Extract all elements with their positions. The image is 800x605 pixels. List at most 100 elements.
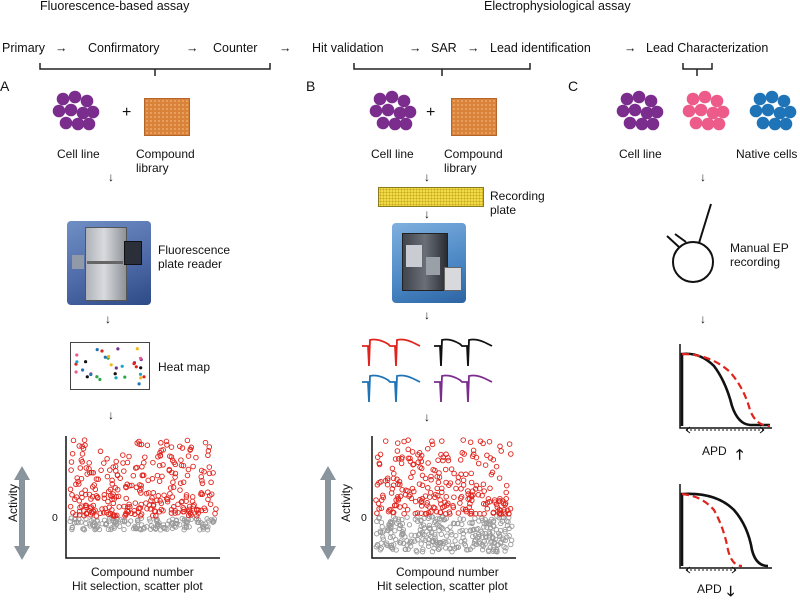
hit-point	[429, 441, 436, 448]
hit-point	[447, 480, 454, 486]
inactive-point	[425, 543, 432, 549]
hit-point	[105, 498, 111, 505]
inactive-point	[154, 518, 160, 524]
hit-point	[404, 506, 411, 513]
hit-point	[503, 489, 509, 496]
hit-point	[470, 451, 477, 457]
cell-dot	[76, 106, 90, 120]
inactive-point	[404, 514, 410, 520]
inactive-point	[379, 524, 385, 530]
hit-point	[467, 501, 473, 507]
inactive-point	[419, 549, 426, 555]
inactive-point	[121, 519, 128, 525]
hit-point	[107, 467, 113, 473]
hit-point	[120, 452, 126, 458]
inactive-point	[479, 547, 486, 553]
inactive-point	[399, 516, 405, 523]
hit-point	[506, 441, 513, 447]
hit-point	[164, 495, 170, 502]
inactive-point	[499, 515, 505, 521]
hit-point	[138, 482, 144, 489]
hit-point	[77, 504, 83, 511]
inactive-point	[426, 522, 433, 529]
cell-dot	[385, 90, 399, 104]
activity-arrow-up-icon	[320, 466, 336, 480]
inactive-point	[377, 528, 383, 534]
inactive-point	[439, 514, 446, 520]
hit-point	[455, 479, 461, 485]
hit-point	[136, 505, 142, 511]
hit-point	[136, 438, 142, 445]
inactive-point	[482, 516, 488, 523]
hit-point	[484, 452, 490, 459]
hit-point	[473, 454, 480, 461]
heat-map-dot	[89, 372, 93, 377]
inactive-point	[508, 541, 514, 548]
hit-point	[130, 472, 137, 479]
hit-point	[198, 474, 204, 480]
inactive-point	[414, 514, 420, 520]
inactive-point	[495, 542, 501, 548]
current-trace	[362, 338, 421, 367]
manual-ep-pipette-icon	[666, 203, 714, 283]
scatter-caption-a: Hit selection, scatter plot	[72, 579, 203, 593]
down-arrow-a2: ↓	[105, 312, 111, 326]
cell-dot	[381, 103, 395, 117]
inactive-point	[469, 519, 475, 526]
hit-point	[458, 486, 464, 492]
inactive-point	[204, 516, 210, 522]
hit-point	[398, 460, 405, 467]
inactive-point	[427, 526, 433, 532]
hit-point	[206, 470, 213, 477]
heat-map-dot	[100, 349, 104, 353]
inactive-point	[80, 526, 86, 532]
hit-point	[158, 506, 165, 513]
hit-point	[69, 450, 76, 457]
inactive-point	[448, 529, 454, 535]
hit-point	[90, 502, 97, 509]
stage-counter: Counter	[213, 41, 258, 55]
hit-point	[72, 496, 78, 503]
down-arrow-a1: ↓	[108, 170, 114, 184]
scatter-axes	[65, 436, 220, 559]
hit-point	[76, 443, 83, 449]
inactive-point	[135, 519, 141, 525]
hit-point	[80, 445, 87, 452]
hit-point	[409, 485, 416, 492]
hit-point	[156, 478, 163, 484]
hit-point	[435, 479, 442, 486]
hit-point	[89, 484, 96, 490]
hit-point	[168, 444, 175, 450]
hit-point	[157, 452, 164, 459]
hit-point	[189, 494, 196, 500]
hit-point	[172, 507, 178, 514]
hit-point	[407, 458, 414, 465]
hit-point	[76, 481, 82, 487]
hit-point	[178, 457, 184, 463]
hit-point	[93, 476, 100, 482]
inactive-point	[502, 529, 508, 535]
automated-ep-instrument-image	[392, 223, 466, 303]
inactive-point	[121, 526, 127, 533]
hit-point	[411, 461, 417, 467]
scatter-axes	[371, 436, 516, 559]
inactive-point	[501, 544, 507, 550]
hit-point	[129, 482, 135, 489]
inactive-point	[415, 532, 422, 538]
hit-point	[208, 479, 214, 486]
zero-label-a: 0	[52, 512, 58, 524]
hit-point	[198, 490, 205, 496]
hit-point	[396, 478, 403, 485]
hit-point	[112, 485, 119, 491]
hit-point	[177, 487, 183, 493]
cell-dot	[399, 117, 413, 131]
cell-dot	[773, 106, 787, 120]
hit-point	[113, 458, 119, 465]
inactive-point	[470, 544, 476, 550]
inactive-point	[453, 532, 459, 539]
inactive-point	[377, 547, 383, 553]
hit-point	[68, 459, 75, 465]
heat-map-dot	[114, 376, 118, 380]
inactive-point	[492, 548, 498, 554]
hit-point	[82, 502, 89, 508]
